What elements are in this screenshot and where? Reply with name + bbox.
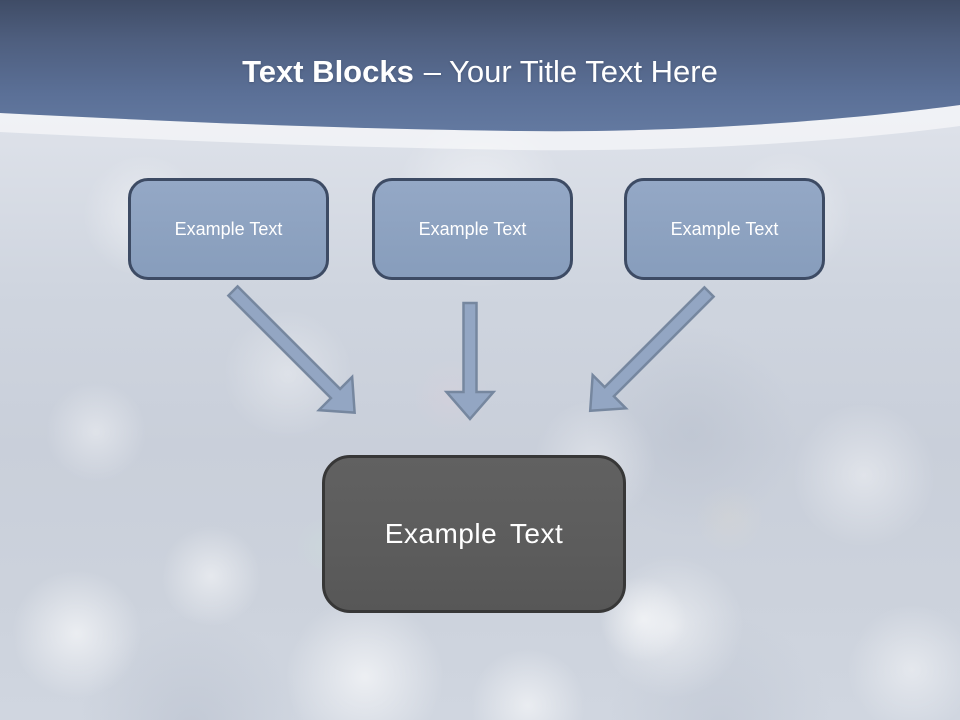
target-block-label: Example Text (384, 518, 564, 549)
header-wave-highlight (0, 105, 960, 151)
target-block: Example Text (322, 455, 626, 613)
source-block-3: Example Text (624, 178, 825, 280)
title-bold-text: Text Blocks (242, 54, 414, 89)
source-block-2: Example Text (372, 178, 573, 280)
source-block-1: Example Text (128, 178, 329, 280)
source-block-3-label: Example Text (670, 218, 779, 239)
source-block-1-label: Example Text (174, 218, 283, 239)
title-regular-text: – Your Title Text Here (423, 54, 718, 89)
header-wave (0, 0, 960, 151)
source-block-2-label: Example Text (418, 218, 527, 239)
header-wave-shape (0, 0, 960, 132)
slide-title: Text Blocks – Your Title Text Here (0, 52, 960, 92)
